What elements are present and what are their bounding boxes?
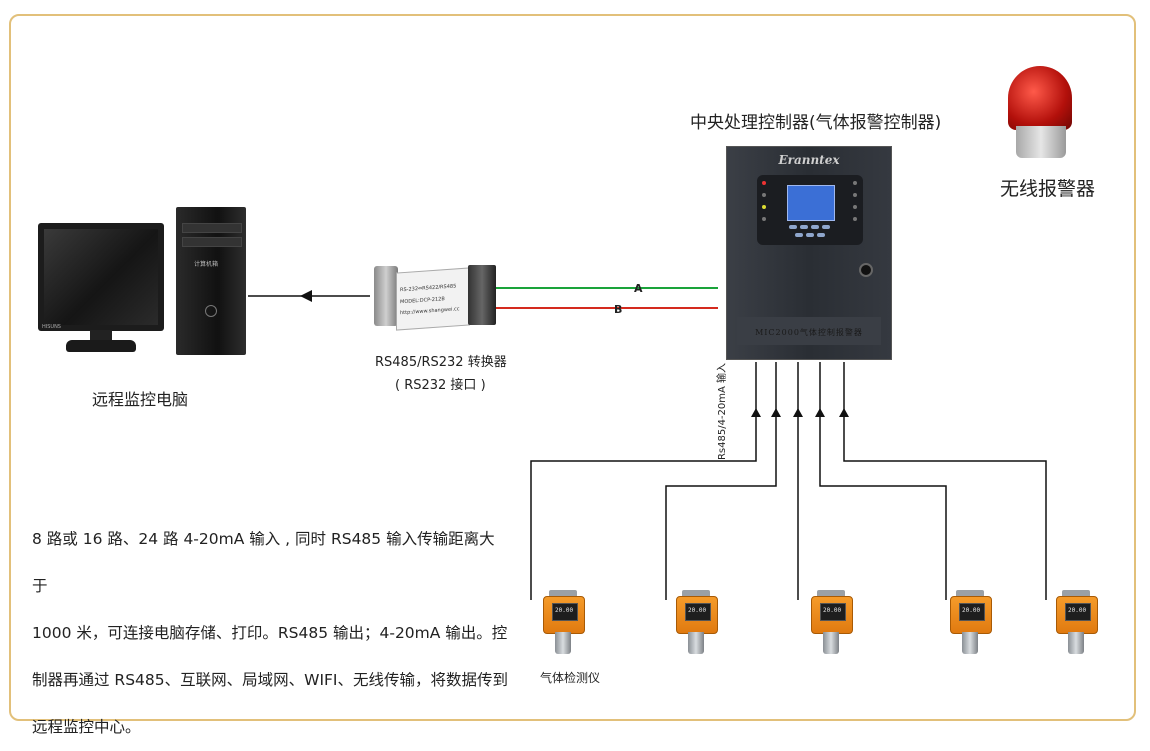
detector-sensor <box>688 632 704 654</box>
led-indicator <box>853 193 857 197</box>
feed-arrow-3 <box>793 408 803 417</box>
controller-title: 中央处理控制器(气体报警控制器) <box>690 113 942 133</box>
feed-arrow-1 <box>751 408 761 417</box>
detector-reading: 20.00 <box>962 607 981 614</box>
gas-detector-label: 气体检测仪 <box>540 671 601 685</box>
description-line: 1000 米，可连接电脑存储、打印。RS485 输出；4-20mA 输出。控 <box>32 624 508 642</box>
led-indicator <box>762 181 766 185</box>
keypad-button <box>817 233 825 237</box>
converter-face-line: RS-232⇔RS422/RS485 <box>400 283 457 294</box>
detector-body: 20.00 <box>676 596 718 634</box>
detector-sensor <box>962 632 978 654</box>
converter-image: RS-232⇔RS422/RS485 MODEL:DCP-212B http:/… <box>396 267 470 331</box>
keypad-button <box>800 225 808 229</box>
diagram-frame <box>9 14 1136 721</box>
detector-display: 20.00 <box>820 603 846 621</box>
detector-reading: 20.00 <box>823 607 842 614</box>
detector-display: 20.00 <box>1065 603 1091 621</box>
gas-detector: 20.00 <box>811 590 853 660</box>
feed-wire-4 <box>819 362 947 600</box>
led-indicator <box>853 181 857 185</box>
controller-model: MIC2000气体控制报警器 <box>755 328 863 337</box>
gas-detector: 20.00 <box>1056 590 1098 660</box>
pc-tower-image: 计算机箱 <box>176 207 246 355</box>
detector-cap <box>549 590 577 598</box>
monitor-image: HISUNS <box>38 223 164 331</box>
feed-arrow-5 <box>839 408 849 417</box>
monitor-neck <box>90 330 112 342</box>
terminal-block-icon <box>468 265 496 325</box>
controller-cabinet: Eranntex MIC2000气体控制报警器 <box>726 146 892 360</box>
led-indicator <box>853 217 857 221</box>
description-block: 8 路或 16 路、24 路 4-20mA 输入 , 同时 RS485 输入传输… <box>32 516 510 751</box>
detector-reading: 20.00 <box>688 607 707 614</box>
detector-cap <box>1062 590 1090 598</box>
line-a-label: A <box>634 282 643 295</box>
detector-cap <box>817 590 845 598</box>
feed-wire-2 <box>665 362 777 600</box>
alarm-beacon-icon <box>1008 66 1072 130</box>
detector-display: 20.00 <box>552 603 578 621</box>
detector-body: 20.00 <box>1056 596 1098 634</box>
detector-body: 20.00 <box>543 596 585 634</box>
keypad-button <box>822 225 830 229</box>
gas-detector: 20.00 <box>676 590 718 660</box>
power-button-icon <box>205 305 217 317</box>
alarm-base <box>1016 126 1066 158</box>
feed-arrow-2 <box>771 408 781 417</box>
line-b-label: B <box>614 303 623 316</box>
detector-reading: 20.00 <box>1068 607 1087 614</box>
detector-cap <box>682 590 710 598</box>
description-line: 8 路或 16 路、24 路 4-20mA 输入 , 同时 RS485 输入传输… <box>32 530 495 595</box>
keypad-button <box>811 225 819 229</box>
detector-display: 20.00 <box>685 603 711 621</box>
led-indicator <box>853 205 857 209</box>
led-indicator <box>762 205 766 209</box>
keypad-button <box>789 225 797 229</box>
detector-sensor <box>823 632 839 654</box>
lcd-screen <box>787 185 835 221</box>
tower-label: 计算机箱 <box>194 261 219 268</box>
controller-brand: Eranntex <box>778 153 840 167</box>
detector-body: 20.00 <box>811 596 853 634</box>
detector-sensor <box>1068 632 1084 654</box>
drive-bay <box>182 223 242 233</box>
converter-face-line: http://www.shangwei.cc <box>400 306 460 317</box>
led-indicator <box>762 217 766 221</box>
detector-sensor <box>555 632 571 654</box>
db9-connector-icon <box>374 266 398 326</box>
detector-display: 20.00 <box>959 603 985 621</box>
feed-wire-5 <box>843 362 1047 600</box>
monitor-base <box>66 340 136 352</box>
converter-face-line: MODEL:DCP-212B <box>400 296 445 306</box>
led-indicator <box>762 193 766 197</box>
feed-arrow-4 <box>815 408 825 417</box>
keypad-button <box>806 233 814 237</box>
control-panel <box>757 175 863 245</box>
converter-interface-label: ( RS232 接口 ) <box>395 378 486 393</box>
lock-knob-icon <box>859 263 873 277</box>
converter-label: RS485/RS232 转换器 <box>375 355 507 370</box>
gas-detector: 20.00 <box>950 590 992 660</box>
wireless-alarm-label: 无线报警器 <box>1000 178 1096 200</box>
detector-reading: 20.00 <box>555 607 574 614</box>
model-plate <box>737 317 881 345</box>
remote-pc-label: 远程监控电脑 <box>92 390 189 409</box>
monitor-screen <box>44 229 158 325</box>
monitor-brand: HISUNS <box>42 324 61 330</box>
gas-detector: 20.00 <box>543 590 585 660</box>
input-label: Rs485/4-20mA 输入 <box>717 362 729 461</box>
drive-bay <box>182 237 242 247</box>
detector-cap <box>956 590 984 598</box>
detector-body: 20.00 <box>950 596 992 634</box>
description-line: 制器再通过 RS485、互联网、局域网、WIFI、无线传输，将数据传到 <box>32 671 509 689</box>
keypad-button <box>795 233 803 237</box>
description-line: 远程监控中心。 <box>32 718 141 736</box>
